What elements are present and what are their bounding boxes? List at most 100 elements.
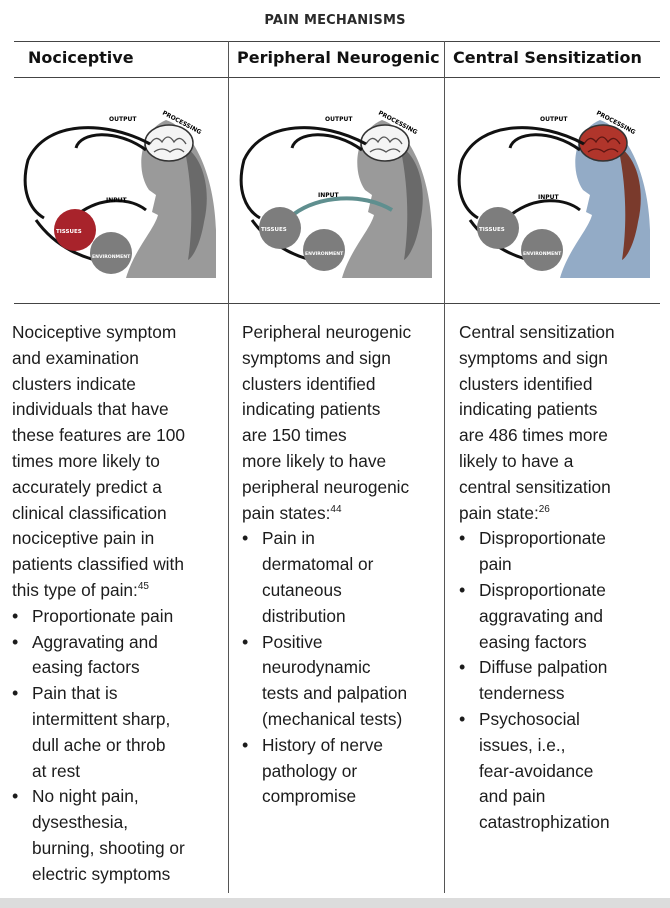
peripheral-neurogenic-illustration: OUTPUT PROCESSING INPUT TISSUES ENVIRONM… (239, 110, 432, 278)
environment-label: ENVIRONMENT (523, 251, 562, 257)
intro-line: are 150 times (242, 425, 347, 446)
criteria-line: dermatomal or (262, 554, 374, 575)
output-label: OUTPUT (325, 116, 353, 123)
reference-superscript: 26 (538, 503, 550, 515)
criteria-line: intermittent sharp, (32, 708, 171, 729)
intro-line: and examination (12, 347, 139, 368)
tissues-label: TISSUES (261, 227, 287, 233)
intro-line: peripheral neurogenic (242, 476, 410, 497)
criteria-item: Disproportionate aggravating and easing fa… (459, 578, 657, 655)
criteria-line: Aggravating and (32, 631, 158, 652)
intro-line: clinical classification (12, 502, 167, 523)
intro-line: this type of pain: (12, 579, 138, 600)
environment-label: ENVIRONMENT (92, 254, 131, 260)
criteria-line: issues, i.e., (479, 734, 566, 755)
tissues-sphere (259, 207, 301, 249)
tissues-label: TISSUES (479, 227, 505, 233)
criteria-line: History of nerve (262, 734, 384, 755)
criteria-line: cutaneous (262, 579, 342, 600)
output-arrow (23, 126, 151, 220)
criteria-line: tenderness (479, 683, 565, 704)
reference-superscript: 44 (330, 503, 342, 515)
intro-line: times more likely to (12, 450, 160, 471)
column-divider-1 (228, 41, 229, 893)
criteria-item: Aggravating and easing factors (12, 630, 224, 682)
environment-sphere (521, 229, 563, 271)
criteria-line: Positive (262, 631, 323, 652)
column-heading-nociceptive: Nociceptive (28, 48, 134, 67)
input-arrow (292, 196, 394, 216)
criteria-line: catastrophization (479, 812, 610, 833)
criteria-line: Diffuse palpation (479, 657, 608, 678)
intro-line: more likely to have (242, 450, 387, 471)
intro-line: symptoms and sign (459, 347, 608, 368)
intro-line: pain state: (459, 502, 539, 523)
input-label: INPUT (318, 192, 340, 199)
environment-sphere (303, 229, 345, 271)
intro-line: individuals that have (12, 399, 169, 420)
intro-line: central sensitization (459, 476, 611, 497)
tissues-label: TISSUES (56, 229, 82, 235)
criteria-line: dull ache or throb (32, 734, 166, 755)
illustration-rule (14, 303, 660, 304)
hair-ponytail (618, 146, 641, 260)
criteria-line: at rest (32, 760, 81, 781)
peripheral-neurogenic-text: Peripheral neurogenic symptoms and sign cl… (242, 320, 440, 810)
criteria-item: Pain that is intermittent sharp, dull ache… (12, 681, 224, 784)
output-label: OUTPUT (109, 116, 137, 123)
intro-line: symptoms and sign (242, 347, 391, 368)
environment-label: ENVIRONMENT (305, 251, 344, 257)
criteria-line: burning, shooting or (32, 837, 185, 858)
intro-line: patients classified with (12, 554, 184, 575)
intro-line: accurately predict a (12, 476, 162, 497)
input-label: INPUT (106, 197, 128, 204)
reference-superscript: 45 (137, 581, 149, 593)
column-divider-2 (444, 41, 445, 893)
intro-line: Peripheral neurogenic (242, 322, 412, 342)
criteria-line: tests and palpation (262, 683, 408, 704)
criteria-line: easing factors (32, 657, 140, 678)
criteria-line: electric symptoms (32, 863, 171, 884)
criteria-line: neurodynamic (262, 657, 371, 678)
criteria-line: fear-avoidance (479, 760, 594, 781)
criteria-line: easing factors (479, 631, 587, 652)
criteria-line: aggravating and (479, 605, 603, 626)
output-arrow (239, 126, 367, 220)
intro-line: nociceptive pain in (12, 528, 155, 549)
criteria-line: Proportionate pain (32, 605, 174, 626)
hair-ponytail (184, 146, 207, 260)
intro-line: clusters identified (242, 373, 376, 394)
intro-line: likely to have a (459, 450, 574, 471)
tissues-sphere (477, 207, 519, 249)
column-heading-central-sensitization: Central Sensitization (453, 48, 642, 67)
intro-line: clusters identified (459, 373, 593, 394)
input-arrow (511, 199, 581, 216)
criteria-item: Diffuse palpation tenderness (459, 655, 657, 707)
criteria-item: No night pain,dysesthesia,burning, shoot… (12, 784, 224, 887)
intro-line: indicating patients (459, 399, 598, 420)
input-label: INPUT (538, 194, 560, 201)
intro-line: clusters indicate (12, 373, 136, 394)
column-heading-peripheral-neurogenic: Peripheral Neurogenic (237, 48, 440, 67)
criteria-line: pathology or (262, 760, 358, 781)
criteria-list: DisproportionatepainDisproportionate aggr… (459, 526, 657, 836)
document-title: PAIN MECHANISMS (264, 13, 406, 28)
criteria-line: Pain that is (32, 683, 118, 704)
criteria-line: Disproportionate (479, 579, 606, 600)
intro-paragraph: Peripheral neurogenic symptoms and sign cl… (242, 320, 440, 526)
nociceptive-illustration: OUTPUT PROCESSING INPUT TISSUES ENVIRONM… (23, 110, 216, 278)
criteria-line: Disproportionate (479, 528, 606, 549)
hair-ponytail (400, 146, 423, 260)
central-sensitization-illustration: OUTPUT PROCESSING INPUT TISSUES ENVIRONM… (457, 110, 650, 278)
intro-line: are 486 times more (459, 425, 608, 446)
criteria-line: and pain (479, 786, 546, 807)
tissues-sphere (54, 209, 96, 251)
